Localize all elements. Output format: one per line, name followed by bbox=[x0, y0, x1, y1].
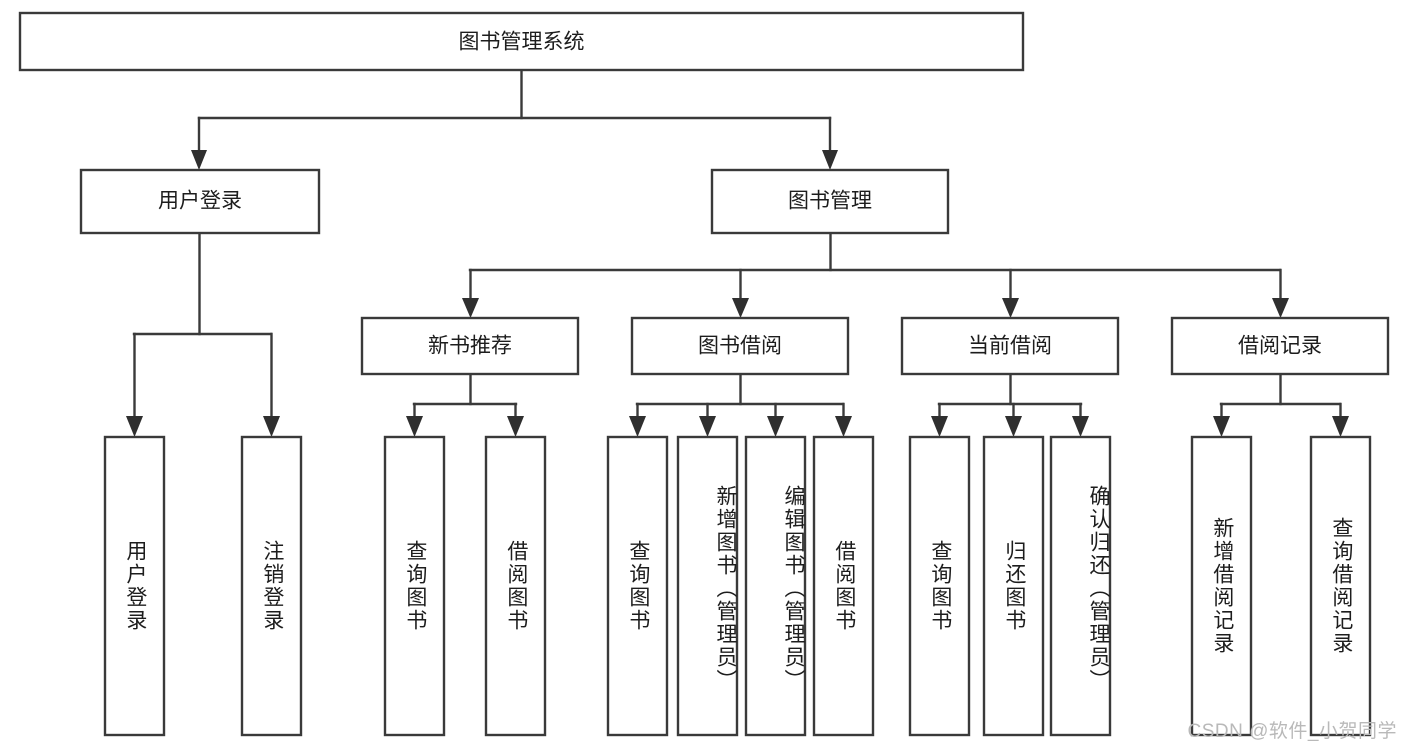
node-current-borrow-box[interactable] bbox=[900, 316, 1120, 376]
leaf-box-edit-book[interactable] bbox=[744, 435, 807, 737]
leaf-box-confirm-return[interactable] bbox=[1049, 435, 1112, 737]
leaf-box-user-login[interactable] bbox=[103, 435, 166, 737]
arrow-head-leaf-borrow-book-recommend bbox=[507, 416, 524, 437]
node-book-borrow-label: 图书借阅 bbox=[698, 335, 782, 358]
node-new-book-recommend[interactable]: 新书推荐 bbox=[360, 316, 580, 376]
arrow-head-leaf-borrow-book bbox=[835, 416, 852, 437]
leaf-box-return-book[interactable] bbox=[982, 435, 1045, 737]
node-current-borrow[interactable]: 当前借阅 bbox=[900, 316, 1120, 376]
arrow-head-leaf-query-borrow-record bbox=[1332, 416, 1349, 437]
arrow-head-leaf-query-book-recommend bbox=[406, 416, 423, 437]
arrow-head-leaf-add-book bbox=[699, 416, 716, 437]
arrow-head-leaf-confirm-return bbox=[1072, 416, 1089, 437]
node-user-login-box[interactable] bbox=[79, 168, 321, 235]
arrow-head-leaf-return-book bbox=[1005, 416, 1022, 437]
arrow-head-leaf-edit-book bbox=[767, 416, 784, 437]
node-book-manage[interactable]: 图书管理 bbox=[710, 168, 950, 235]
arrow-head-book-borrow bbox=[732, 298, 749, 318]
node-root[interactable]: 图书管理系统 bbox=[18, 11, 1025, 72]
leaf-box-query-book-recommend[interactable] bbox=[383, 435, 446, 737]
leaf-box-borrow-book[interactable] bbox=[812, 435, 875, 737]
arrow-head-borrow-record bbox=[1272, 298, 1289, 318]
arrow-head-user-login bbox=[191, 150, 207, 170]
node-book-borrow-box[interactable] bbox=[630, 316, 850, 376]
leaf-box-query-book-borrow[interactable] bbox=[606, 435, 669, 737]
leaf-box-add-borrow-record[interactable] bbox=[1190, 435, 1253, 737]
node-borrow-record-box[interactable] bbox=[1170, 316, 1390, 376]
connector-group bbox=[126, 68, 1349, 437]
leaf-box-add-book[interactable] bbox=[676, 435, 739, 737]
node-new-book-recommend-label: 新书推荐 bbox=[428, 335, 512, 358]
leaf-box-borrow-book-recommend[interactable] bbox=[484, 435, 547, 737]
leaf-box-query-book-current[interactable] bbox=[908, 435, 971, 737]
node-book-borrow[interactable]: 图书借阅 bbox=[630, 316, 850, 376]
node-user-login-label: 用户登录 bbox=[158, 190, 242, 213]
arrow-head-current-borrow bbox=[1002, 298, 1019, 318]
arrow-head-leaf-query-book-borrow bbox=[629, 416, 646, 437]
arrow-head-leaf-logout bbox=[263, 416, 280, 437]
node-book-manage-box[interactable] bbox=[710, 168, 950, 235]
arrow-head-leaf-add-borrow-record bbox=[1213, 416, 1230, 437]
arrow-head-leaf-query-book-current bbox=[931, 416, 948, 437]
node-book-manage-label: 图书管理 bbox=[788, 190, 872, 213]
node-borrow-record-label: 借阅记录 bbox=[1238, 335, 1322, 358]
node-root-label: 图书管理系统 bbox=[459, 31, 585, 54]
leaf-box-logout[interactable] bbox=[240, 435, 303, 737]
watermark-text: CSDN @软件_小贺同学 bbox=[1187, 721, 1397, 742]
arrow-head-book-manage bbox=[822, 150, 838, 170]
node-new-book-recommend-box[interactable] bbox=[360, 316, 580, 376]
arrow-head-new-book-recommend bbox=[462, 298, 479, 318]
node-user-login[interactable]: 用户登录 bbox=[79, 168, 321, 235]
leaf-box-query-borrow-record[interactable] bbox=[1309, 435, 1372, 737]
node-current-borrow-label: 当前借阅 bbox=[968, 335, 1052, 358]
node-borrow-record[interactable]: 借阅记录 bbox=[1170, 316, 1390, 376]
node-root-box[interactable] bbox=[18, 11, 1025, 72]
leaf-box-group bbox=[103, 435, 1372, 737]
arrow-head-leaf-user-login bbox=[126, 416, 143, 437]
